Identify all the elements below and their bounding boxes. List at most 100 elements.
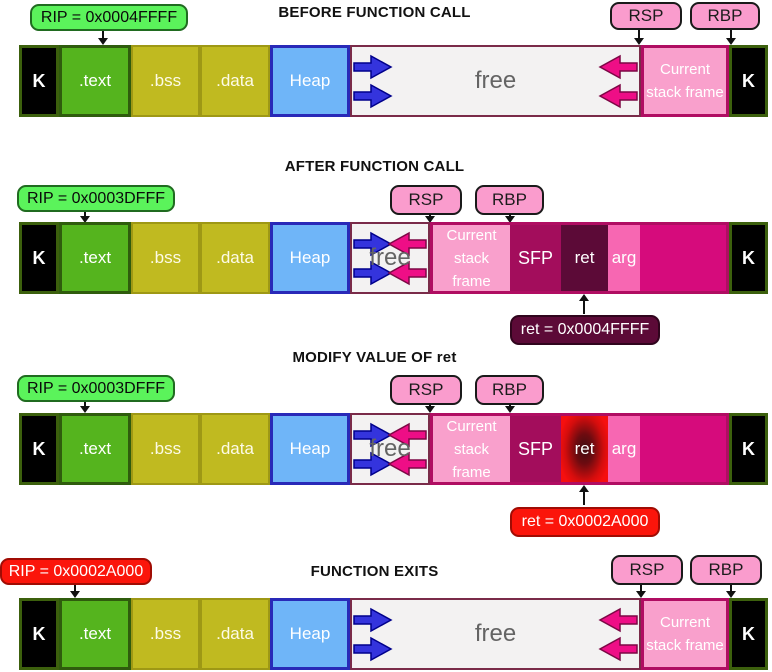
segment-heap: Heap	[270, 413, 350, 485]
segment-old-frame	[640, 225, 726, 291]
segment-stack-frame: Current stack frame	[644, 601, 726, 667]
rsp-chip: RSP	[390, 375, 462, 405]
stack-grow-arrow-icon	[598, 636, 638, 662]
rbp-chip: RBP	[475, 375, 544, 405]
rsp-chip: RSP	[610, 2, 682, 30]
segment-free: free	[350, 45, 641, 117]
memory-bar: K .text .bss .data Heap free Current sta…	[19, 222, 768, 294]
stack-grow-arrow-icon	[598, 54, 638, 80]
heap-grow-arrow-icon	[353, 451, 393, 477]
heap-grow-arrow-icon	[353, 422, 393, 448]
rbp-chip: RBP	[690, 2, 760, 30]
segment-heap: Heap	[270, 598, 350, 670]
stack-region: Current stack frame SFP ret arg	[430, 222, 729, 294]
rip-connector-arrow	[80, 402, 90, 413]
stack-grow-arrow-icon	[387, 260, 427, 286]
section-title: AFTER FUNCTION CALL	[284, 158, 465, 175]
rbp-chip: RBP	[475, 185, 544, 215]
segment-kernel: K	[19, 598, 59, 670]
heap-grow-arrow-icon	[353, 260, 393, 286]
segment-free: free	[350, 222, 430, 294]
segment-kernel: K	[19, 413, 59, 485]
rbp-connector-arrow	[726, 585, 736, 598]
rbp-connector-arrow	[726, 30, 736, 45]
segment-kernel: K	[729, 413, 768, 485]
rsp-connector-arrow	[634, 30, 644, 45]
memory-bar: K .text .bss .data Heap free Current sta…	[19, 598, 768, 670]
rsp-connector-arrow	[425, 214, 435, 223]
section-title: MODIFY VALUE OF ret	[292, 349, 457, 366]
segment-kernel: K	[729, 45, 768, 117]
stack-grow-arrow-icon	[598, 83, 638, 109]
rsp-chip: RSP	[611, 555, 683, 585]
rip-chip: RIP = 0x0003DFFF	[17, 375, 175, 402]
rip-connector-arrow	[98, 31, 108, 45]
ret-value-chip: ret = 0x0004FFFF	[510, 315, 660, 345]
segment-bss: .bss	[131, 598, 200, 670]
segment-arg: arg	[608, 416, 640, 482]
rip-chip: RIP = 0x0003DFFF	[17, 185, 175, 212]
stack-grow-arrow-icon	[598, 607, 638, 633]
ret-connector-arrow	[579, 485, 589, 505]
section-title: FUNCTION EXITS	[310, 563, 439, 580]
free-label: free	[369, 435, 411, 462]
segment-data: .data	[200, 413, 270, 485]
rbp-connector-arrow	[505, 214, 515, 223]
stack-grow-arrow-icon	[387, 231, 427, 257]
rip-connector-arrow	[70, 585, 80, 598]
segment-heap: Heap	[270, 45, 350, 117]
free-label: free	[369, 244, 411, 271]
segment-text: .text	[59, 45, 131, 117]
stack-grow-arrow-icon	[387, 422, 427, 448]
segment-stack-frame: Current stack frame	[433, 416, 510, 482]
segment-old-frame	[640, 416, 726, 482]
segment-data: .data	[200, 598, 270, 670]
stack-region: Current stack frame	[641, 45, 729, 117]
segment-bss: .bss	[131, 413, 200, 485]
segment-kernel: K	[729, 222, 768, 294]
rsp-chip: RSP	[390, 185, 462, 215]
rsp-connector-arrow	[425, 404, 435, 413]
rip-connector-arrow	[80, 212, 90, 223]
segment-text: .text	[59, 413, 131, 485]
segment-bss: .bss	[131, 222, 200, 294]
segment-stack-frame: Current stack frame	[644, 48, 726, 114]
stack-region: Current stack frame	[641, 598, 729, 670]
segment-text: .text	[59, 222, 131, 294]
rbp-connector-arrow	[505, 404, 515, 413]
ret-connector-arrow	[579, 294, 589, 314]
segment-stack-frame: Current stack frame	[433, 225, 510, 291]
segment-ret: ret	[561, 225, 608, 291]
free-label: free	[474, 620, 517, 647]
heap-grow-arrow-icon	[353, 636, 393, 662]
segment-free: free	[350, 413, 430, 485]
segment-data: .data	[200, 45, 270, 117]
heap-grow-arrow-icon	[353, 607, 393, 633]
segment-data: .data	[200, 222, 270, 294]
stack-region: Current stack frame SFP ret arg	[430, 413, 729, 485]
heap-grow-arrow-icon	[353, 231, 393, 257]
rip-chip: RIP = 0x0002A000	[0, 558, 152, 585]
segment-sfp: SFP	[510, 225, 561, 291]
rsp-connector-arrow	[636, 585, 646, 598]
heap-grow-arrow-icon	[353, 83, 393, 109]
segment-kernel: K	[19, 222, 59, 294]
stack-grow-arrow-icon	[387, 451, 427, 477]
section-title: BEFORE FUNCTION CALL	[278, 4, 471, 21]
segment-sfp: SFP	[510, 416, 561, 482]
heap-grow-arrow-icon	[353, 54, 393, 80]
ret-value-chip: ret = 0x0002A000	[510, 507, 660, 537]
segment-kernel: K	[729, 598, 768, 670]
memory-bar: K .text .bss .data Heap free Current sta…	[19, 45, 768, 117]
segment-heap: Heap	[270, 222, 350, 294]
segment-text: .text	[59, 598, 131, 670]
rbp-chip: RBP	[690, 555, 762, 585]
segment-arg: arg	[608, 225, 640, 291]
segment-kernel: K	[19, 45, 59, 117]
segment-free: free	[350, 598, 641, 670]
free-label: free	[474, 67, 517, 94]
segment-bss: .bss	[131, 45, 200, 117]
memory-bar: K .text .bss .data Heap free Current sta…	[19, 413, 768, 485]
segment-ret-modified: ret	[561, 416, 608, 482]
